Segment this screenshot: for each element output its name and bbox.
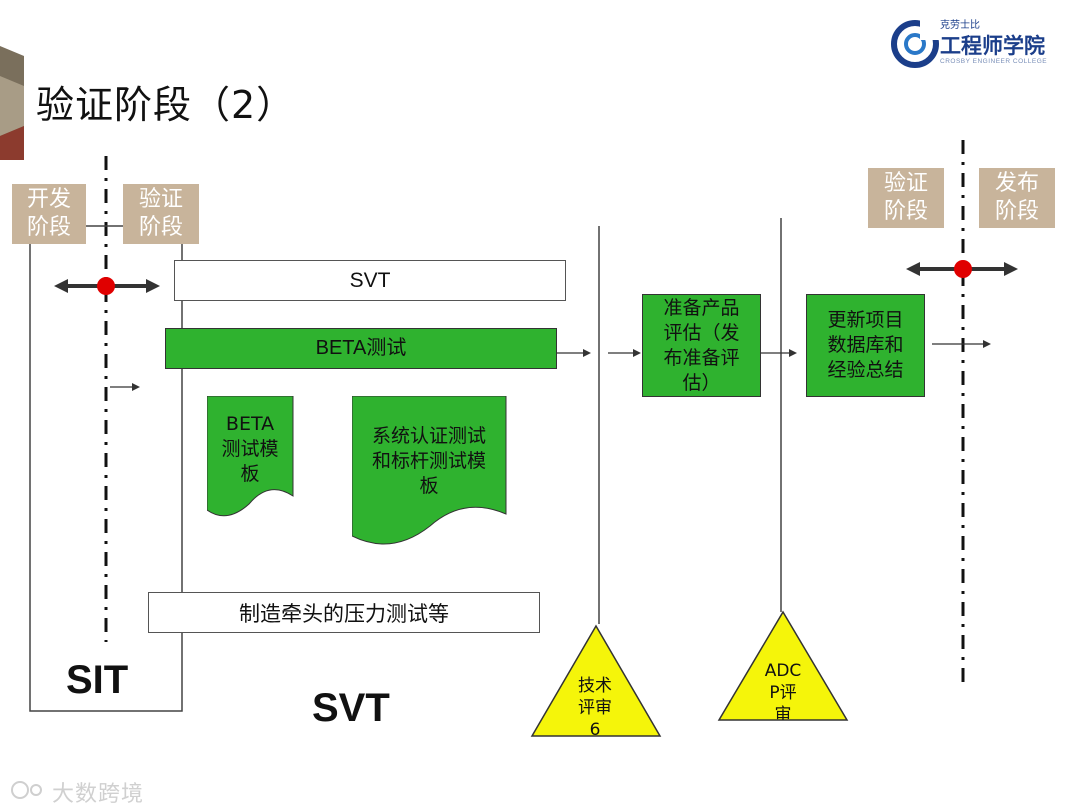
stage-tag-release-right: 发布 阶段 [979,168,1055,228]
beta-template-label: BETA 测试模 板 [221,413,279,485]
pressure-test-bar: 制造牵头的压力测试等 [148,592,540,633]
watermark-icon [11,781,42,799]
beta-test-bar: BETA测试 [165,328,557,369]
svt-label: SVT [312,686,390,730]
sit-frame [29,226,183,712]
watermark-text: 大数跨境 [52,782,145,807]
beta-template-document-shape [207,396,294,517]
stage-tag-verify-left: 验证 阶段 [123,184,199,244]
stage-tag-dev-left: 开发 阶段 [12,184,86,244]
update-database-box: 更新项目 数据库和 经验总结 [806,294,925,397]
logo-main-text: 工程师学院 [940,34,1045,58]
adcp-review-triangle [717,610,849,721]
tech-review-label: 技术 评审 6 [578,676,612,740]
tech-review-triangle [530,624,662,737]
system-template-label: 系统认证测试 和标杆测试模 板 [371,425,486,497]
adcp-review-label: ADC P评 审 [764,661,802,720]
svt-bar: SVT [174,260,566,301]
right-transition-marker [954,260,972,278]
corner-decoration [0,46,24,160]
logo-top-text: 克劳士比 [940,20,980,31]
logo-sub-text: CROSBY ENGINEER COLLEGE [940,58,1048,65]
sit-label: SIT [66,658,129,702]
left-transition-marker [97,277,115,295]
page-title: 验证阶段（2） [36,83,296,127]
logo-icon [891,18,940,68]
system-template-document-shape [352,396,507,545]
stage-tag-verify-right: 验证 阶段 [868,168,944,228]
prepare-evaluation-box: 准备产品 评估（发 布准备评 估） [642,294,761,397]
